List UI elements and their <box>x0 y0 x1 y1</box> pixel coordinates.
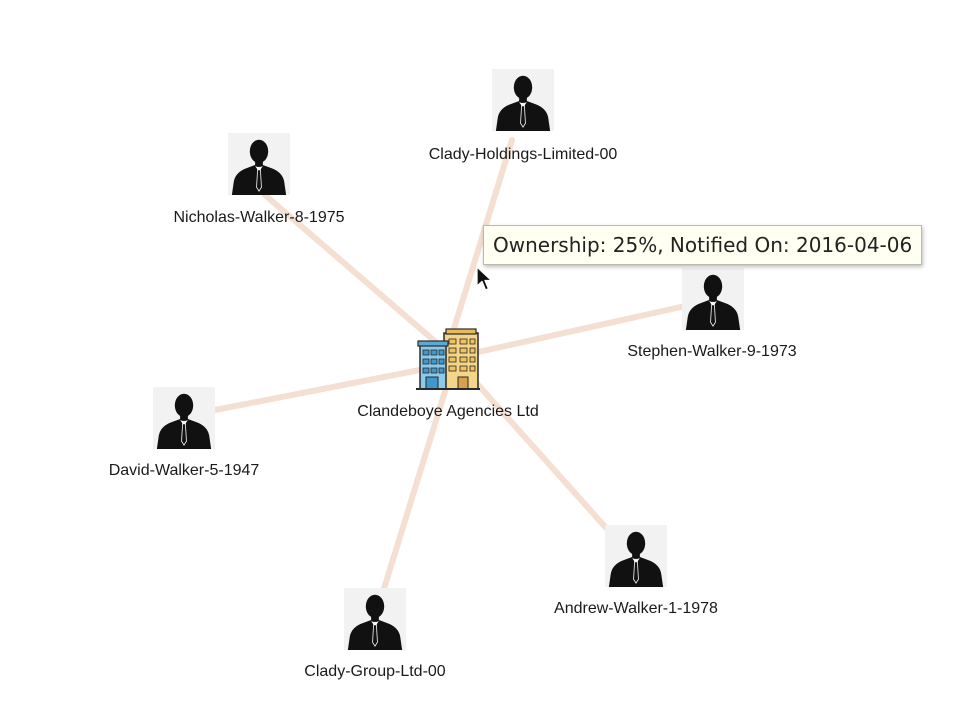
center-node-label: Clandeboye Agencies Ltd <box>357 403 539 420</box>
edge-stephen[interactable] <box>462 302 693 358</box>
person-icon-david[interactable] <box>153 386 215 450</box>
person-icon-nicholas[interactable] <box>228 132 290 196</box>
edge-david[interactable] <box>212 365 433 413</box>
edge-clady-group[interactable] <box>379 382 450 598</box>
node-label-clady-group: Clady-Group-Ltd-00 <box>304 663 446 680</box>
node-label-clady-holdings: Clady-Holdings-Limited-00 <box>428 146 618 163</box>
node-label-nicholas: Nicholas-Walker-8-1975 <box>173 209 345 226</box>
edge-clady-holdings[interactable] <box>449 137 515 338</box>
mouse-cursor-icon <box>476 266 493 291</box>
node-label-andrew: Andrew-Walker-1-1978 <box>554 600 718 617</box>
person-icon-andrew[interactable] <box>605 524 667 588</box>
edge-andrew[interactable] <box>469 375 611 533</box>
node-label-stephen: Stephen-Walker-9-1973 <box>627 343 797 360</box>
edge-tooltip: Ownership: 25%, Notified On: 2016-04-06 <box>483 225 923 265</box>
edges <box>212 137 693 598</box>
node-label-david: David-Walker-5-1947 <box>108 462 260 479</box>
person-icon-clady-holdings[interactable] <box>492 68 554 132</box>
person-icon-clady-group[interactable] <box>344 587 406 651</box>
person-icon-stephen[interactable] <box>682 267 744 331</box>
edge-nicholas[interactable] <box>262 192 448 353</box>
building-icon[interactable] <box>416 328 480 390</box>
